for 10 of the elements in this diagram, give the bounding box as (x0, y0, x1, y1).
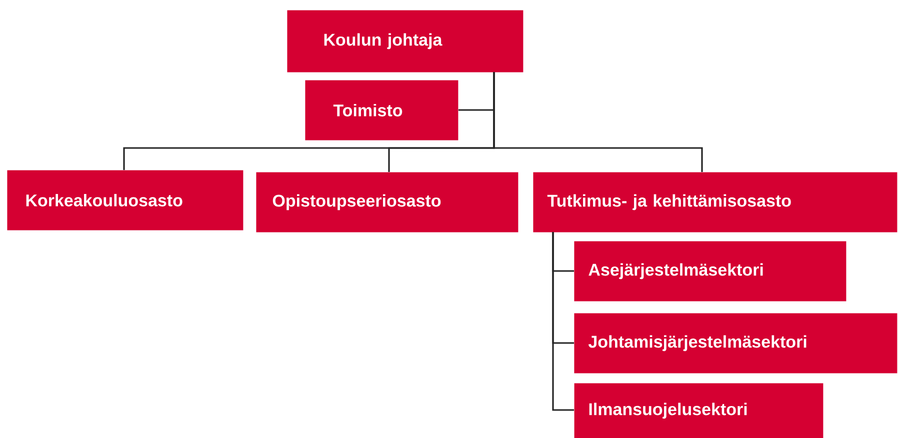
org-box: Koulun johtaja (287, 10, 524, 72)
connector-line (493, 72, 703, 172)
org-box: Toimisto (305, 80, 458, 140)
org-box: Korkeakouluosasto (7, 170, 244, 230)
org-box: Tutkimus- ja kehittämisosasto (533, 172, 898, 232)
connector-line (552, 232, 574, 411)
org-box: Asejärjestelmäsektori (574, 241, 846, 302)
org-box: Johtamisjärjestelmäsektori (574, 313, 898, 374)
org-box: Ilmansuojelusektori (574, 383, 824, 438)
org-box: Opistoupseeriosasto (256, 172, 518, 232)
